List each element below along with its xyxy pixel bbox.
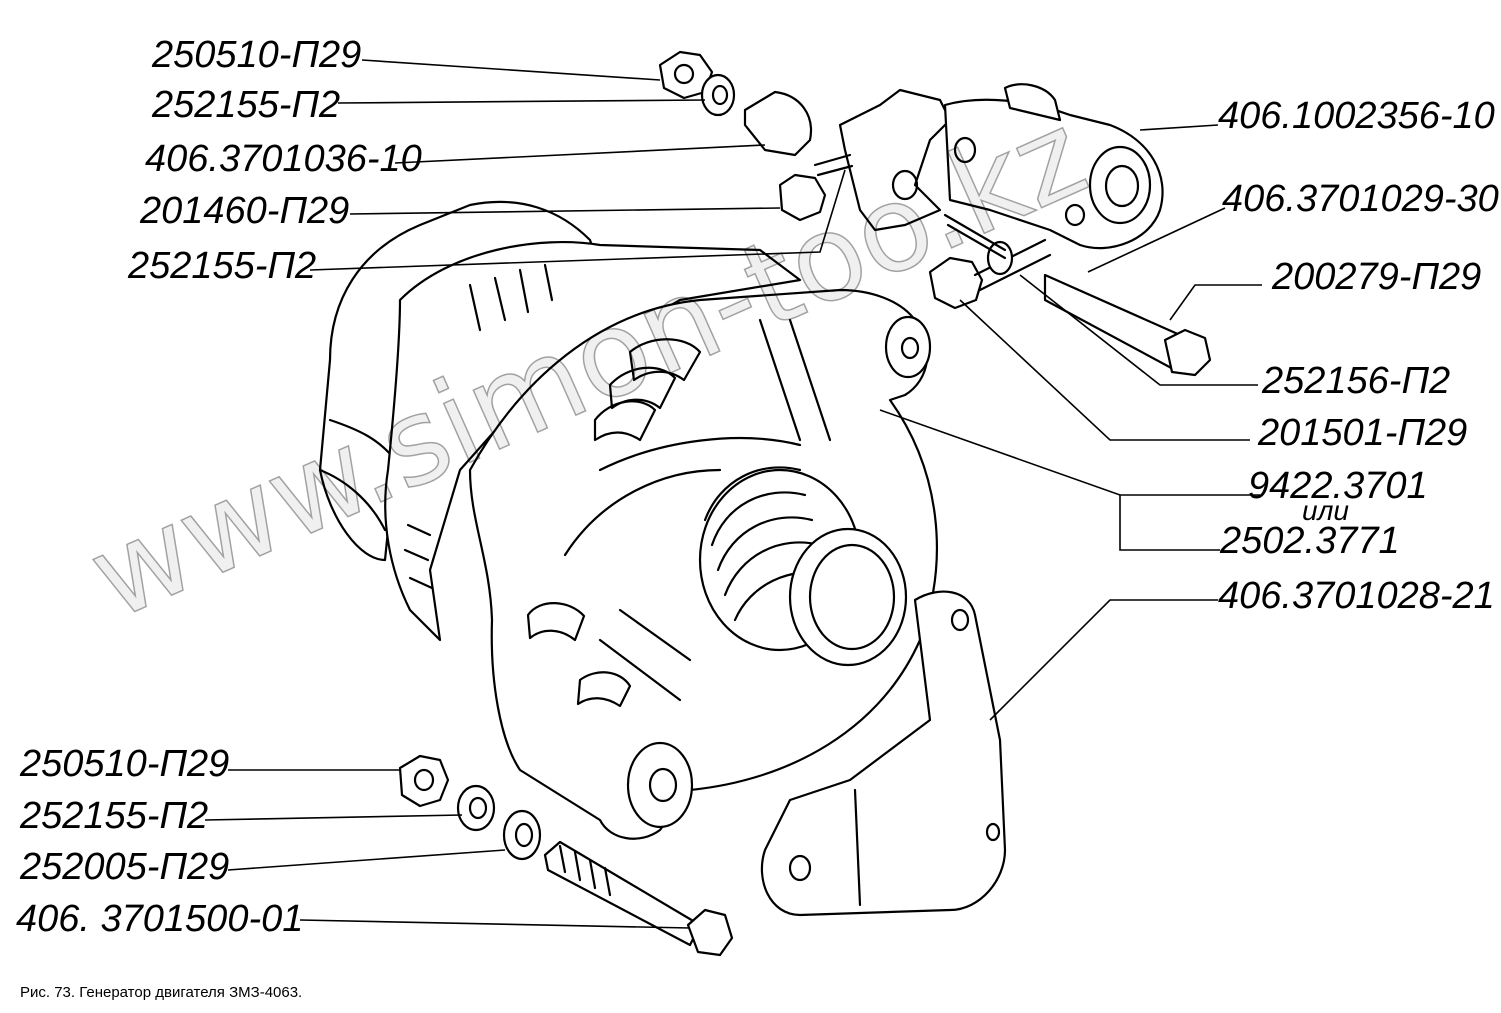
label-adjust-bolt: 200279-П29 (1272, 256, 1482, 298)
generator-housing (318, 200, 938, 840)
label-lower-bracket: 406.3701028-21 (1218, 575, 1495, 617)
label-generator-model-a: 9422.3701 (1248, 465, 1428, 507)
leader-lines (204, 59, 1262, 929)
bottom-hardware (398, 754, 734, 957)
label-flat-washer: 252005-П29 (20, 846, 230, 888)
figure-caption: Рис. 73. Генератор двигателя ЗМЗ-4063. (20, 984, 303, 1001)
label-nut-top: 250510-П29 (152, 34, 362, 76)
label-or: или (1302, 495, 1349, 526)
top-nut-group (658, 50, 854, 222)
label-long-bolt: 406. 3701500-01 (16, 898, 304, 940)
label-washer-2: 252155-П2 (128, 245, 317, 287)
label-bolt-right: 201501-П29 (1258, 412, 1468, 454)
label-bracket-top: 406.1002356-10 (1218, 95, 1495, 137)
label-washer-bottom: 252155-П2 (20, 795, 209, 837)
label-nut-bottom: 250510-П29 (20, 743, 230, 785)
label-bolt-top: 201460-П29 (140, 190, 350, 232)
label-bushing: 406.3701036-10 (145, 138, 422, 180)
label-washer-right: 252156-П2 (1262, 360, 1451, 402)
tension-bracket (838, 83, 1164, 250)
lower-bracket (760, 590, 1007, 917)
adjust-bolt-group (928, 213, 1212, 377)
label-generator-model-b: 2502.3771 (1220, 520, 1400, 562)
label-tension-plate: 406.3701029-30 (1222, 178, 1499, 220)
label-washer-top: 252155-П2 (152, 84, 341, 126)
